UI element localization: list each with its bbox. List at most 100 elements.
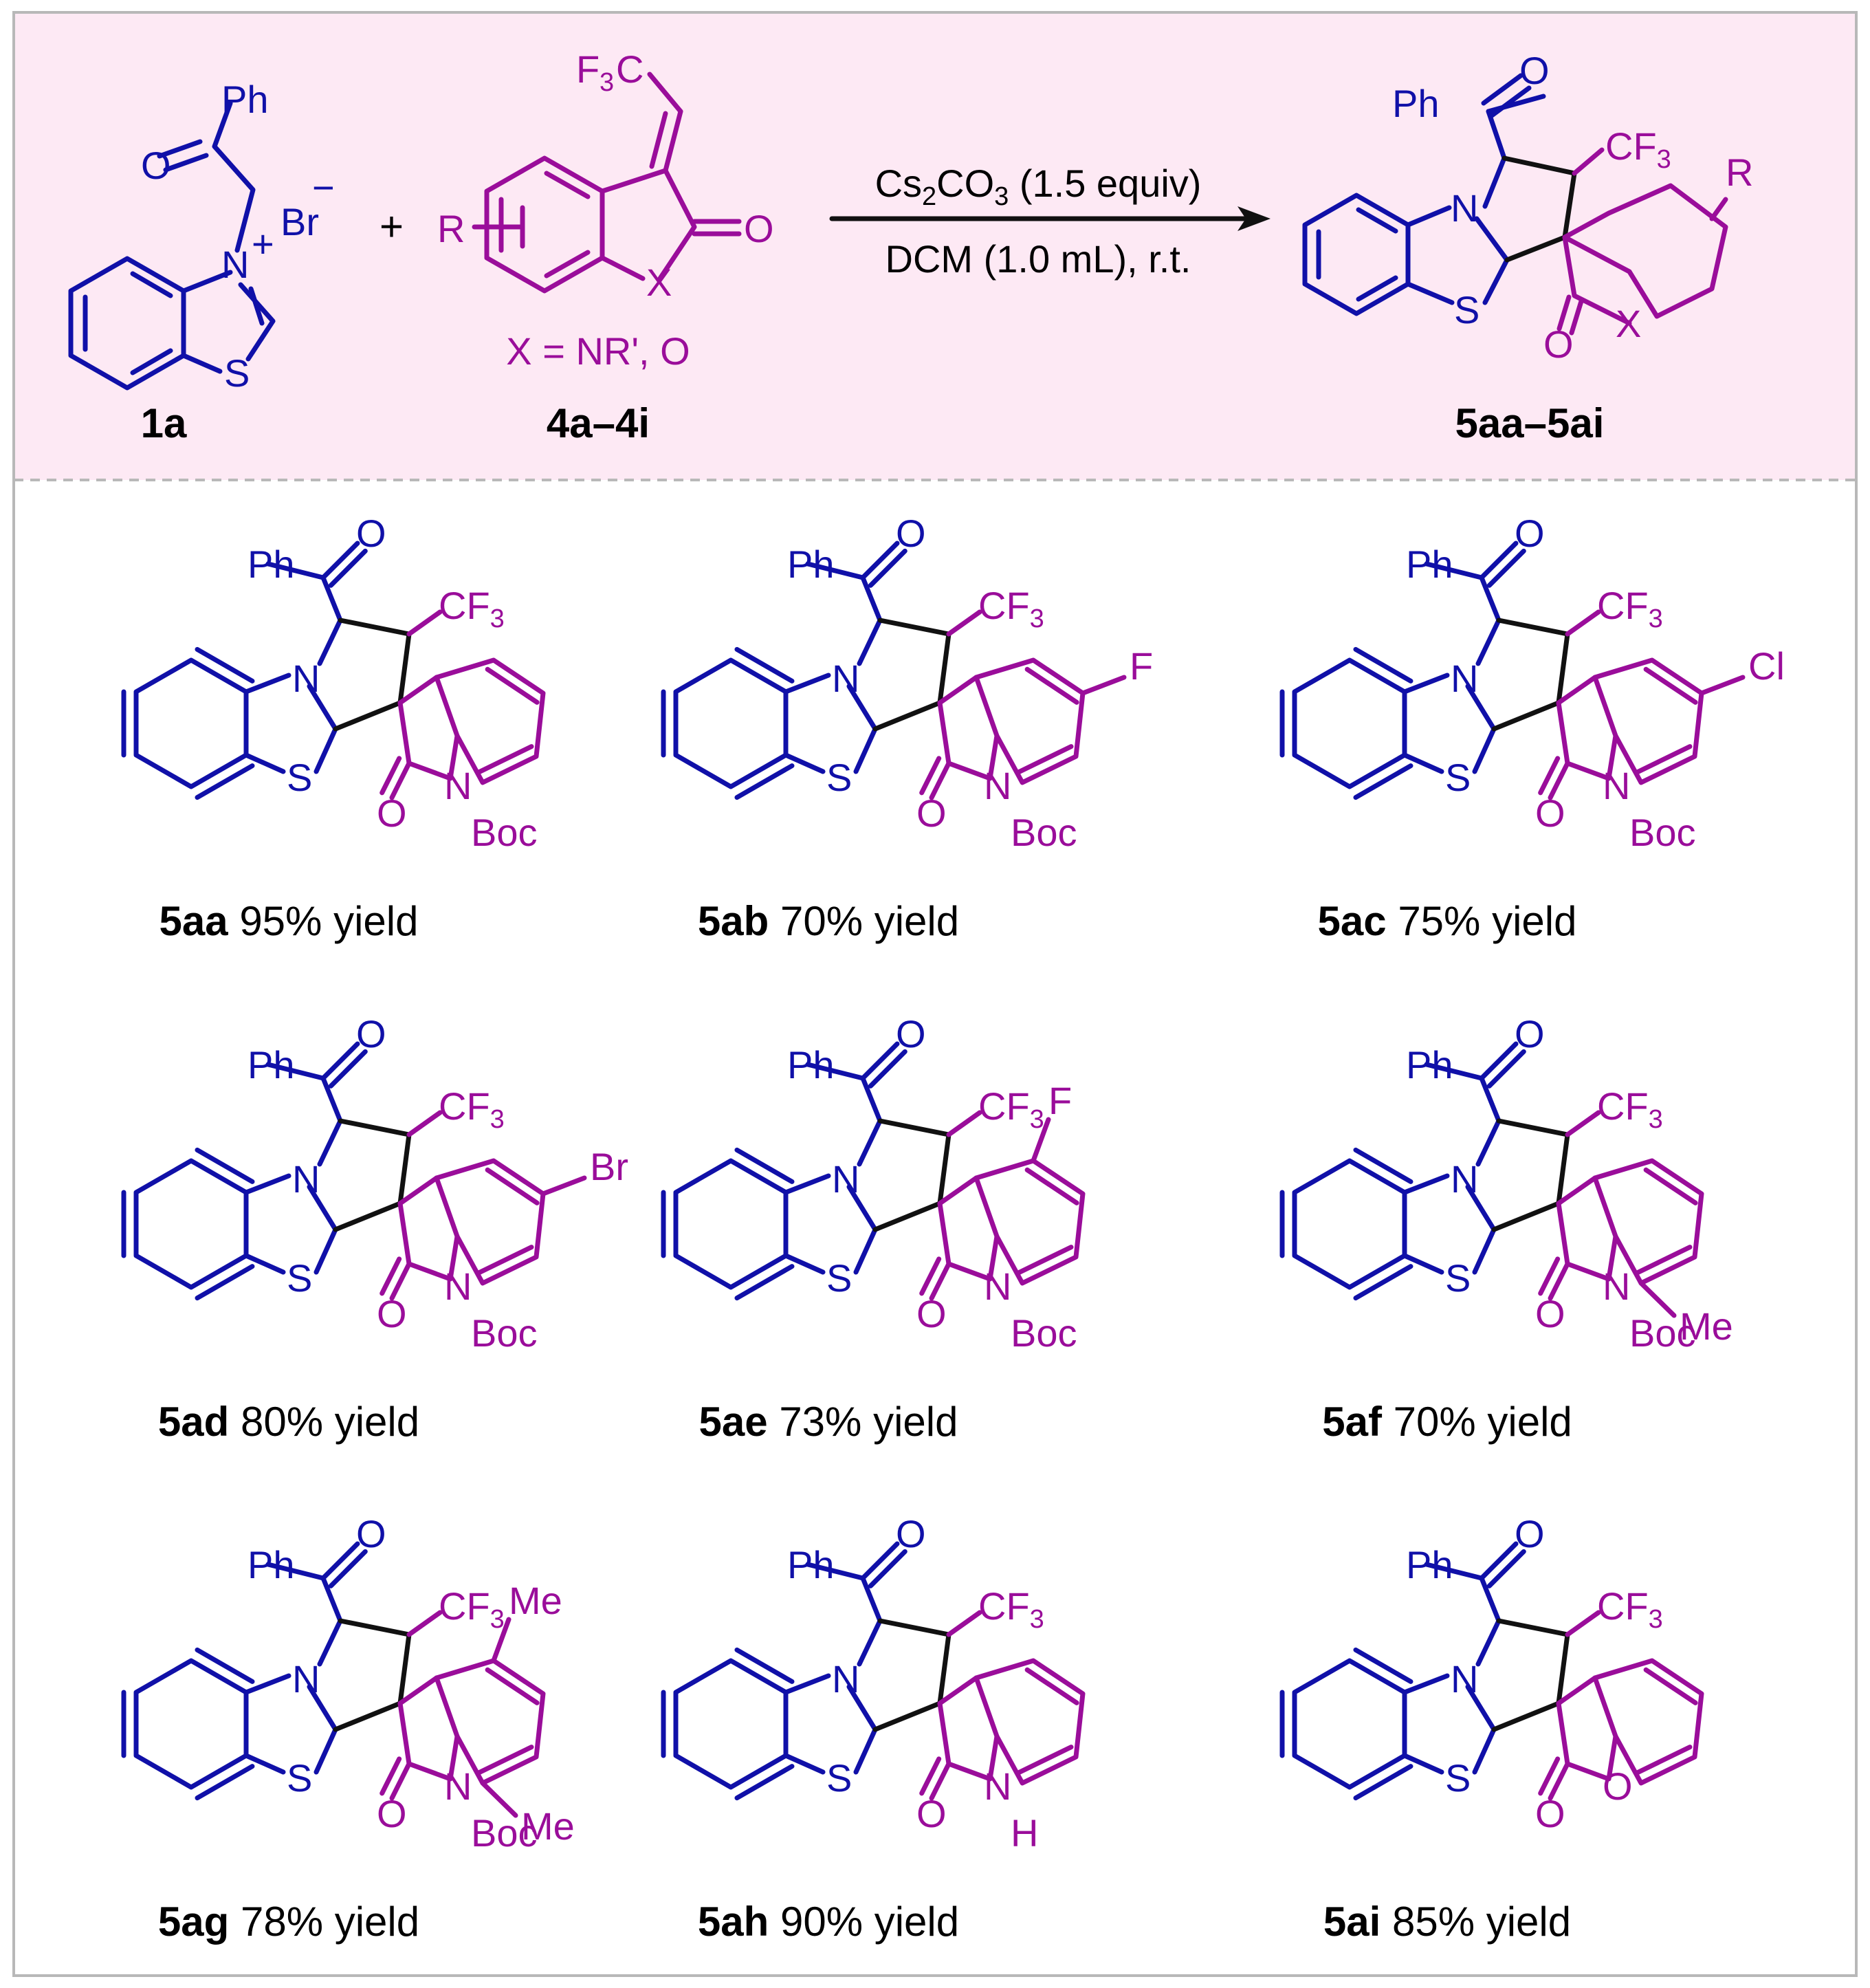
atom-cf3-sub: 3 bbox=[490, 1605, 505, 1634]
atom-n-substituent: Boc bbox=[471, 1811, 538, 1855]
atom-o: O bbox=[896, 1512, 926, 1555]
carbonyl-double-bond bbox=[868, 1549, 908, 1588]
product-caption: 5aa 95% yield bbox=[160, 898, 419, 944]
atom-cf3: CF3 bbox=[978, 584, 1044, 633]
s-bond bbox=[243, 1253, 286, 1275]
atom-n: N bbox=[1451, 1657, 1478, 1701]
substituent-bond bbox=[1638, 1280, 1677, 1318]
carbonyl-bond bbox=[1479, 540, 1519, 580]
atom-n: N bbox=[1451, 1157, 1478, 1201]
lactone-ring bbox=[397, 1701, 460, 1782]
atom-s: S bbox=[826, 1256, 852, 1300]
atom-o: O bbox=[1515, 1012, 1545, 1056]
cf3-bond bbox=[946, 1610, 982, 1637]
substituent-f: F bbox=[1048, 1079, 1072, 1122]
product-id: 5ae bbox=[699, 1399, 768, 1445]
atom-n-lactam: N bbox=[444, 1765, 472, 1808]
product-id: 5ah bbox=[698, 1899, 769, 1945]
carbonyl-bond bbox=[320, 540, 360, 580]
atom-x: X bbox=[1616, 302, 1641, 345]
substituent-bond bbox=[1031, 1117, 1051, 1164]
lactam-co-double-bond bbox=[380, 1756, 402, 1796]
carbonyl-bond bbox=[1479, 1041, 1519, 1081]
compound-id-5: 5aa–5ai bbox=[1455, 400, 1605, 446]
product-caption: 5ac 75% yield bbox=[1318, 898, 1577, 944]
lactam-co-double-bond bbox=[919, 1756, 942, 1796]
aryl-double-bond bbox=[1015, 744, 1074, 776]
benzo-double-bond bbox=[1353, 1764, 1414, 1801]
lactam-co-bond bbox=[389, 1261, 412, 1301]
atom-n-lactam: N bbox=[1603, 1265, 1630, 1308]
atom-cf: CF bbox=[439, 584, 490, 627]
new-bond bbox=[872, 700, 943, 732]
spiro-bond bbox=[397, 1675, 439, 1706]
new-bond bbox=[1496, 618, 1570, 706]
atom-o: O bbox=[356, 1512, 386, 1555]
benzo-ring bbox=[1292, 1658, 1407, 1790]
atom-n-substituent: H bbox=[1011, 1811, 1038, 1855]
atom-n-lactam: N bbox=[984, 1765, 1011, 1808]
benzo-double-bond bbox=[1353, 763, 1414, 800]
caption-gap bbox=[769, 1899, 780, 1945]
new-bond bbox=[1496, 1118, 1570, 1206]
compound-id-1a: 1a bbox=[141, 400, 187, 446]
aryl-double-bond bbox=[1643, 666, 1698, 705]
atom-ph: Ph bbox=[787, 1043, 835, 1086]
lactam-co-bond bbox=[929, 761, 952, 800]
lactone-ring bbox=[397, 1201, 460, 1282]
n-bond bbox=[783, 1173, 831, 1195]
benzo-ring bbox=[133, 1658, 249, 1790]
product-id: 5ad bbox=[158, 1399, 229, 1445]
new-bond bbox=[333, 1201, 403, 1232]
x-definition: X = NR', O bbox=[506, 329, 690, 373]
n-bond bbox=[1402, 673, 1450, 695]
n-bond bbox=[783, 1673, 831, 1695]
s-bond bbox=[243, 752, 286, 774]
atom-cf3-f: F bbox=[576, 47, 600, 91]
caption-gap bbox=[768, 1399, 780, 1445]
reactant-1a: Ph O Br − N + S 1a bbox=[68, 78, 335, 446]
new-bond bbox=[338, 1618, 412, 1706]
atom-ph: Ph bbox=[248, 1043, 295, 1086]
s-bond bbox=[1402, 752, 1444, 774]
benzo-double-bond bbox=[734, 1264, 795, 1301]
new-bond bbox=[872, 1701, 943, 1732]
product-yield: 85% yield bbox=[1392, 1899, 1571, 1945]
carbonyl-double-bond bbox=[328, 548, 368, 588]
header-background bbox=[14, 12, 1856, 480]
atom-ph: Ph bbox=[787, 1543, 835, 1586]
aryl-double-bond bbox=[475, 1745, 534, 1776]
acyl-bond bbox=[857, 1575, 883, 1667]
aryl-double-bond bbox=[1634, 1745, 1693, 1776]
product-caption: 5ae 73% yield bbox=[699, 1399, 958, 1445]
aryl-double-bond bbox=[475, 744, 534, 776]
benzo-double-bond bbox=[734, 646, 795, 684]
atom-cf: CF bbox=[439, 1084, 490, 1128]
benzo-double-bond bbox=[1353, 1647, 1414, 1684]
new-bond bbox=[1496, 1618, 1570, 1706]
atom-s: S bbox=[826, 1756, 852, 1800]
lactone-ring bbox=[937, 700, 1000, 781]
n-bond bbox=[243, 1673, 292, 1695]
lactam-co-bond bbox=[1548, 1261, 1570, 1301]
ph-bond bbox=[805, 561, 866, 580]
reagent-sub-3: 3 bbox=[994, 182, 1009, 211]
aryl-double-bond bbox=[485, 1667, 540, 1705]
atom-n: N bbox=[292, 1157, 320, 1201]
atom-cf3-sub: 3 bbox=[1649, 604, 1663, 633]
substituent-br: Br bbox=[590, 1145, 628, 1188]
atom-cf3-c: C bbox=[616, 47, 644, 91]
benzo-double-bond bbox=[1353, 646, 1414, 684]
substituent-bond bbox=[480, 1780, 518, 1818]
atom-o: O bbox=[1519, 49, 1550, 92]
acyl-bond bbox=[857, 575, 883, 666]
atom-cf3: CF3 bbox=[1597, 1584, 1663, 1634]
atom-ph: Ph bbox=[248, 543, 295, 586]
atom-cf3: CF3 bbox=[978, 1584, 1044, 1634]
product-yield: 95% yield bbox=[239, 898, 418, 944]
carbonyl-bond bbox=[860, 1041, 900, 1081]
atom-s: S bbox=[826, 756, 852, 799]
benzo-ring bbox=[673, 1658, 789, 1790]
lactam-co-bond bbox=[929, 1261, 952, 1301]
